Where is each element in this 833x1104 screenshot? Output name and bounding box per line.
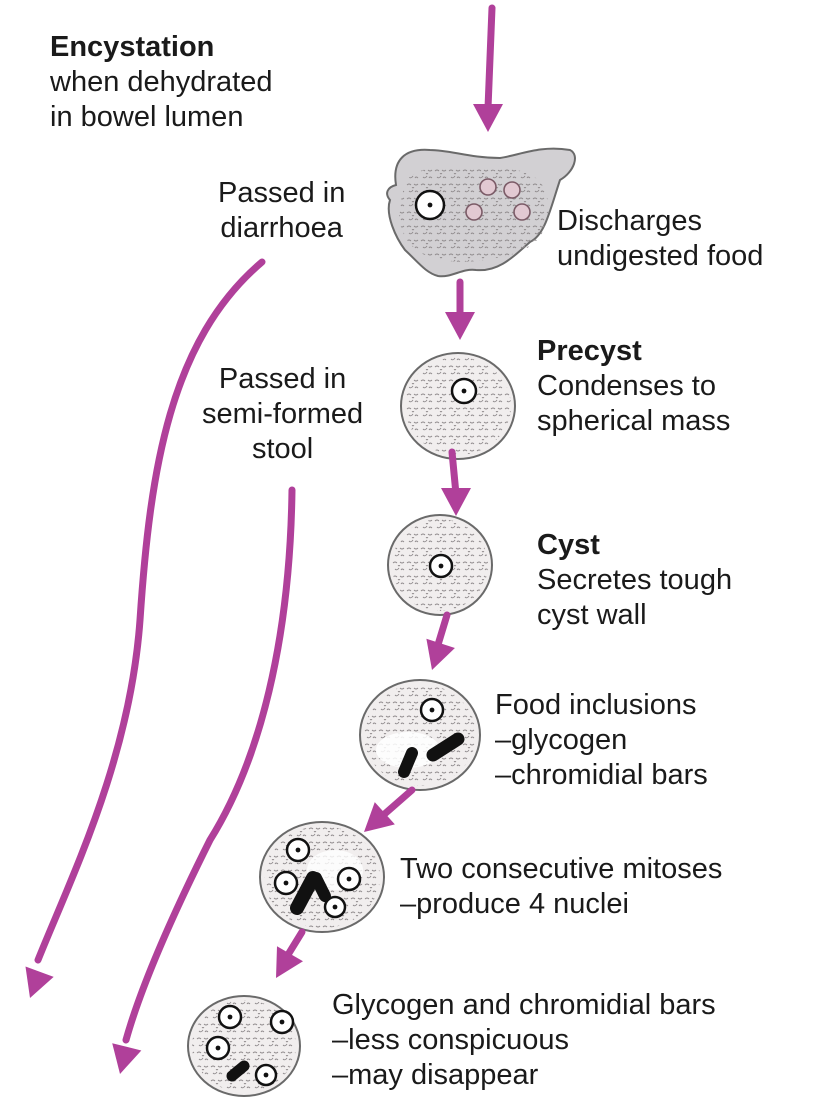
food-inclusions-line2: –glycogen (495, 723, 708, 758)
mature-line3: –may disappear (332, 1058, 716, 1093)
diarrhoea-label: Passed in diarrhoea (218, 176, 345, 246)
food-vacuole (480, 179, 496, 195)
nucleolus-dot (296, 848, 301, 853)
semi-formed-line2: semi-formed (202, 397, 363, 432)
precyst-line1: Condenses to (537, 369, 730, 404)
encystation-line1: when dehydrated (50, 65, 273, 100)
arrow-mitoses-to-mature (276, 932, 303, 978)
encystation-title: Encystation (50, 30, 273, 65)
arrow-semi-formed-path (112, 490, 292, 1074)
nucleolus-dot (428, 203, 433, 208)
cyst-line1: Secretes tough (537, 563, 732, 598)
arrow-head (112, 1043, 141, 1074)
arrow-into-trophozoite (473, 8, 503, 132)
chromidial-bar (232, 1066, 244, 1076)
mitoses-line1: Two consecutive mitoses (400, 852, 722, 887)
trophozoite-cell (387, 149, 575, 277)
arrow-precyst-to-cyst (441, 452, 471, 516)
semi-formed-line1: Passed in (202, 362, 363, 397)
semi-formed-line3: stool (202, 432, 363, 467)
trophozoite-label: Discharges undigested food (557, 204, 763, 274)
nucleolus-dot (280, 1020, 285, 1025)
mature-cyst-label: Glycogen and chromidial bars –less consp… (332, 988, 716, 1093)
chromidial-bar (316, 878, 325, 896)
food-inclusions-line3: –chromidial bars (495, 758, 708, 793)
arrow-shaft (488, 8, 492, 108)
arrow-shaft (126, 490, 292, 1040)
precyst-cell (401, 353, 515, 459)
food-inclusions-line1: Food inclusions (495, 688, 708, 723)
nucleolus-dot (228, 1015, 233, 1020)
precyst-title: Precyst (537, 334, 730, 369)
trophozoite-line1: Discharges (557, 204, 763, 239)
mitoses-line2: –produce 4 nuclei (400, 887, 722, 922)
cyst-line2: cyst wall (537, 598, 732, 633)
food-inclusions-cell (360, 680, 480, 790)
arrow-head (441, 488, 471, 516)
semi-formed-label: Passed in semi-formed stool (202, 362, 363, 467)
precyst-line2: spherical mass (537, 404, 730, 439)
arrow-head (426, 639, 455, 670)
cyst-title: Cyst (537, 528, 732, 563)
encystation-line2: in bowel lumen (50, 100, 273, 135)
mature-line2: –less conspicuous (332, 1023, 716, 1058)
arrow-food-inclusions-to-mitoses (364, 790, 412, 832)
trophozoite-line2: undigested food (557, 239, 763, 274)
nucleolus-dot (284, 881, 289, 886)
arrow-head (25, 967, 53, 998)
nucleolus-dot (439, 564, 444, 569)
mitoses-cell (260, 822, 384, 932)
food-vacuole (466, 204, 482, 220)
nucleolus-dot (430, 708, 435, 713)
diarrhoea-line1: Passed in (218, 176, 345, 211)
nucleolus-dot (462, 389, 467, 394)
mature-line1: Glycogen and chromidial bars (332, 988, 716, 1023)
food-inclusions-label: Food inclusions –glycogen –chromidial ba… (495, 688, 708, 793)
arrow-trophozoite-to-precyst (445, 282, 475, 340)
diarrhoea-line2: diarrhoea (218, 211, 345, 246)
arrow-head (445, 312, 475, 340)
precyst-label: Precyst Condenses to spherical mass (537, 334, 730, 439)
encystation-label: Encystation when dehydrated in bowel lum… (50, 30, 273, 135)
cytoplasm (405, 357, 511, 455)
nucleolus-dot (264, 1073, 269, 1078)
nucleolus-dot (333, 905, 338, 910)
food-vacuole (514, 204, 530, 220)
cyst-cell (388, 515, 492, 615)
food-vacuole (504, 182, 520, 198)
cyst-label: Cyst Secretes tough cyst wall (537, 528, 732, 633)
chromidial-bar (404, 753, 412, 772)
nucleolus-dot (216, 1046, 221, 1051)
arrow-cyst-to-food-inclusions (426, 615, 455, 670)
nucleolus-dot (347, 877, 352, 882)
arrow-head (473, 104, 503, 132)
mature-cyst-cell (188, 996, 300, 1096)
arrow-shaft (452, 452, 456, 494)
mitoses-label: Two consecutive mitoses –produce 4 nucle… (400, 852, 722, 922)
